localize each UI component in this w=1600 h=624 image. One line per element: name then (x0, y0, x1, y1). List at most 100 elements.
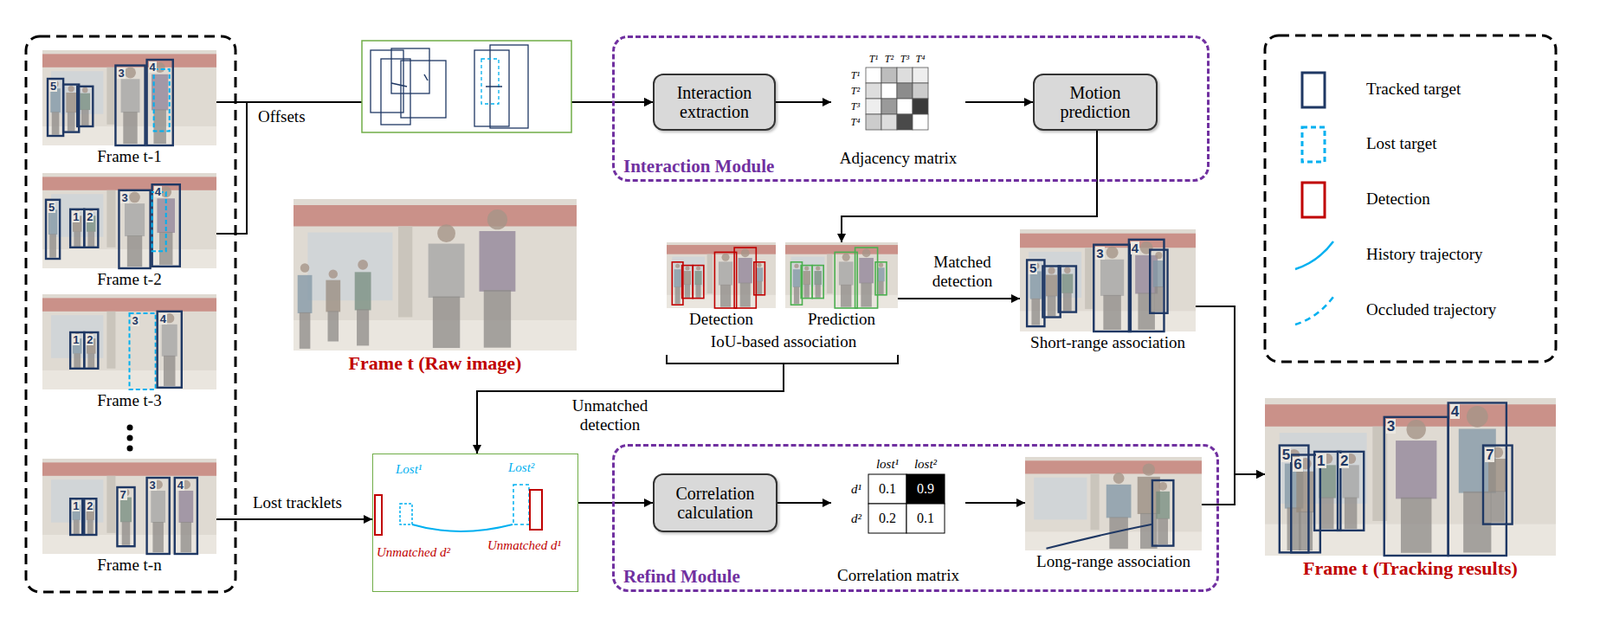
photo-fade (666, 242, 776, 309)
bounding-box (1384, 417, 1449, 556)
bounding-box (116, 487, 135, 547)
connector (578, 502, 653, 504)
photo (1019, 229, 1196, 332)
photo-ground (1019, 229, 1196, 332)
photo-ground (785, 242, 898, 309)
ellipsis-dot (127, 425, 134, 432)
bounding-box (682, 265, 694, 299)
bounding-box (70, 498, 83, 536)
module-title: Interaction Module (623, 155, 775, 177)
legend-panel (1264, 35, 1556, 362)
callout-number: 5 (49, 80, 58, 92)
bounding-box (875, 262, 887, 296)
image-caption: Frame t-n (42, 555, 217, 575)
matrix-label: 0.1 (878, 482, 897, 497)
connector (841, 130, 1097, 243)
image-caption: Frame t-1 (42, 147, 217, 167)
image-panel: Frame t-1 (42, 50, 217, 167)
callout-number: 2 (85, 334, 94, 346)
image-area (785, 242, 898, 309)
callout-number: 2 (1339, 453, 1349, 469)
matrix-cell (912, 83, 929, 99)
image-caption: Short-range association (1019, 333, 1196, 353)
matrix-label: T³ (851, 101, 860, 112)
matrix-cell (865, 83, 882, 99)
image-area (293, 199, 577, 351)
matrix-label: T⁴ (916, 53, 926, 65)
bounding-box (1093, 245, 1131, 332)
history-trajectory (412, 524, 513, 532)
legend-sample (1302, 72, 1325, 108)
bounding-box (129, 313, 156, 390)
edge-label: Matched detection (906, 252, 1019, 291)
bounding-box (1058, 265, 1077, 312)
offset-lost-box (481, 58, 499, 104)
bounding-box (118, 190, 150, 269)
bounding-box (47, 78, 64, 136)
matrix-cell (868, 474, 907, 504)
bounding-box (734, 247, 756, 309)
legend-sample (1295, 241, 1334, 270)
matrix-caption: Adjacency matrix (831, 148, 966, 168)
photo-ground (666, 242, 776, 309)
bounding-box (1279, 445, 1310, 554)
bounding-box (1448, 402, 1507, 556)
callout-number: 4 (154, 186, 162, 198)
connector (965, 101, 1033, 104)
offset-vector (424, 74, 428, 81)
bounding-box (1149, 250, 1168, 314)
photo (42, 458, 217, 555)
image-caption: Frame t-2 (42, 270, 217, 290)
matrix-cell (881, 67, 897, 84)
photo-fade (785, 242, 898, 309)
callout-number: 4 (176, 479, 185, 491)
bounding-box (692, 265, 704, 299)
image-panel: Short-range association (1019, 229, 1196, 353)
legend-label: Tracked target (1366, 79, 1461, 100)
process-label: Motion prediction (1041, 83, 1149, 122)
module-frame: Interaction Module Interaction extraction… (612, 35, 1210, 182)
legend-sample (1302, 182, 1325, 218)
process-box: Interaction extraction (652, 73, 776, 131)
matrix-label: 0.9 (916, 482, 935, 497)
photo (1025, 457, 1202, 551)
image-caption: Detection (666, 309, 776, 330)
image-panel: Frame t-3 (42, 294, 217, 411)
photo (42, 294, 217, 390)
callout-number: 3 (131, 315, 140, 327)
matrix-label: d¹ (851, 483, 862, 497)
callout-number: 4 (1450, 404, 1460, 420)
bounding-box (83, 332, 98, 369)
photo (785, 242, 898, 309)
unmatched-box (529, 490, 542, 530)
matrix-cell (881, 114, 897, 130)
bounding-box (834, 251, 858, 309)
bounding-box (800, 265, 813, 299)
lost-box (513, 484, 530, 525)
matrix-cell (896, 83, 913, 99)
bounding-box (1290, 455, 1321, 554)
matrix-label: lost² (914, 458, 937, 471)
photo-ground (1025, 457, 1202, 551)
image-panel: Frame t (Raw image) (293, 199, 577, 375)
connector (777, 502, 832, 504)
bounding-box (147, 477, 170, 555)
matrix-cell (912, 114, 929, 130)
callout-number: 1 (71, 334, 80, 346)
photo-fade (1264, 398, 1556, 556)
offset-box (370, 50, 404, 113)
matrix-label: T² (884, 53, 894, 65)
photo-fade (42, 294, 217, 390)
bounding-box (70, 332, 84, 369)
bounding-box (1152, 480, 1174, 547)
image-caption: Prediction (785, 309, 898, 330)
bracket (666, 354, 898, 381)
tracklet-label: Unmatched d² (376, 544, 451, 561)
matrix-cell (865, 114, 882, 130)
bounding-box (1337, 451, 1364, 531)
matrix-cell (912, 98, 929, 115)
bounding-box (157, 311, 182, 388)
callout-number: 3 (148, 479, 157, 491)
image-area (666, 242, 776, 309)
